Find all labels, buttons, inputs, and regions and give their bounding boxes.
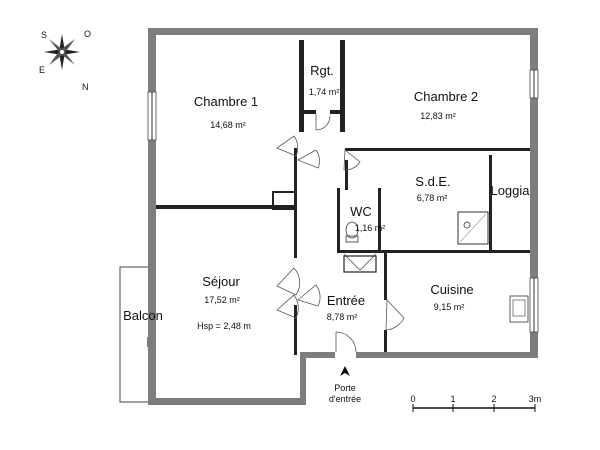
compass-letter-n: N bbox=[82, 82, 89, 92]
room-sejour-area: 17,52 m² bbox=[204, 295, 240, 305]
windows bbox=[147, 69, 539, 333]
room-cuisine-area: 9,15 m² bbox=[434, 302, 465, 312]
room-sde-area: 6,78 m² bbox=[417, 193, 448, 203]
scale-tick-0: 0 bbox=[410, 394, 415, 404]
scale-tick-3: 3m bbox=[529, 394, 542, 404]
entrance-label-line2: d'entrée bbox=[329, 394, 361, 404]
entrance-label-line1: Porte bbox=[334, 383, 356, 393]
sink-icon bbox=[463, 221, 471, 229]
room-chambre-1-name: Chambre 1 bbox=[194, 94, 258, 109]
room-loggia-name: Loggia bbox=[490, 183, 530, 198]
scale-tick-1: 1 bbox=[450, 394, 455, 404]
room-chambre-2-area: 12,83 m² bbox=[420, 111, 456, 121]
entrance-arrow-icon bbox=[340, 366, 350, 376]
fixtures bbox=[345, 211, 529, 323]
room-chambre-2-name: Chambre 2 bbox=[414, 89, 478, 104]
room-cuisine-name: Cuisine bbox=[430, 282, 473, 297]
room-sde-name: S.d.E. bbox=[415, 174, 450, 189]
room-wc-name: WC bbox=[350, 204, 372, 219]
scale-bar bbox=[412, 404, 536, 412]
room-chambre-1-area: 14,68 m² bbox=[210, 120, 246, 130]
room-sejour-name: Séjour bbox=[202, 274, 240, 289]
balcony-outline bbox=[119, 266, 151, 403]
room-entree-name: Entrée bbox=[327, 293, 365, 308]
kitchen-sink-icon bbox=[509, 295, 529, 323]
exterior-walls bbox=[148, 28, 538, 405]
room-entree-area: 8,78 m² bbox=[327, 312, 358, 322]
interior-walls bbox=[156, 40, 538, 355]
room-wc-area: 1,16 m² bbox=[355, 223, 386, 233]
room-rgt-name: Rgt. bbox=[310, 63, 334, 78]
room-rgt-area: 1,74 m² bbox=[309, 87, 340, 97]
door-swings bbox=[276, 114, 405, 353]
compass-letter-o: O bbox=[84, 29, 91, 39]
room-sejour-height: Hsp = 2,48 m bbox=[197, 321, 251, 331]
toilet-icon bbox=[345, 221, 359, 239]
compass-letter-e: E bbox=[39, 65, 45, 75]
scale-tick-2: 2 bbox=[491, 394, 496, 404]
room-balcon-name: Balcon bbox=[123, 308, 163, 323]
compass-letter-s: S bbox=[41, 30, 47, 40]
compass-rose-icon bbox=[44, 34, 80, 70]
